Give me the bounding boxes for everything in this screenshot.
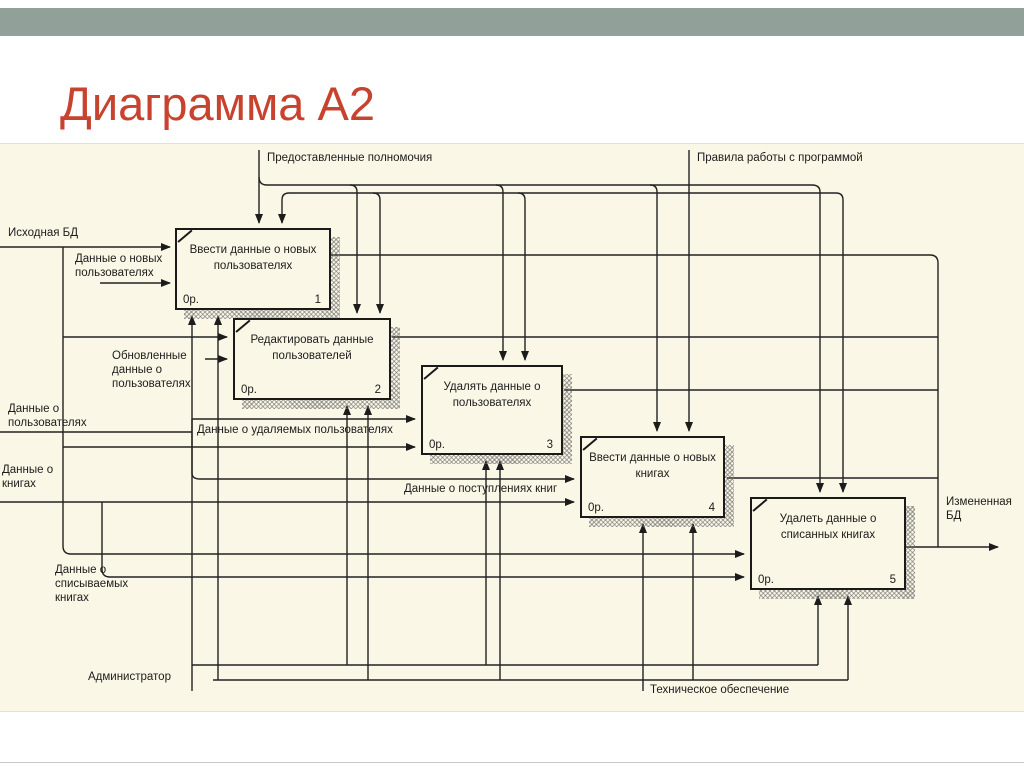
activity-box-title: Удалеть данные о списанных книгах [779,513,877,541]
output-lines [331,254,999,551]
activity-box-number: 5 [889,574,896,586]
arrow-label-source-db: Исходная БД [8,227,78,239]
activity-box-cost: 0р. [183,294,199,306]
activity-box-cost: 0р. [758,574,774,586]
activity-box-cost: 0р. [241,384,257,396]
arrow-label-writeoff-books-data: Данные о списываемых книгах [55,564,129,604]
control-lines [255,150,847,493]
activity-box-2: Редактировать данные пользователей 0р. 2 [233,318,391,400]
arrow-label-granted-authority: Предоставленные полномочия [267,152,433,164]
arrow-label-program-rules: Правила работы с программой [697,152,863,164]
activity-box-3: Удалять данные о пользователях 0р. 3 [421,365,563,455]
activity-box-5: Удалеть данные о списанных книгах 0р. 5 [750,497,906,590]
activity-box-title: Редактировать данные пользователей [250,334,374,362]
input-lines [0,243,745,581]
activity-box-cost: 0р. [588,502,604,514]
activity-box-1: Ввести данные о новых пользователях 0р. … [175,228,331,310]
activity-box-title: Ввести данные о новых пользователях [189,244,317,272]
mechanism-lines [188,315,852,691]
arrow-label-technical-support: Техническое обеспечение [650,684,790,696]
activity-box-4: Ввести данные о новых книгах 0р. 4 [580,436,725,518]
activity-box-number: 4 [708,502,715,514]
activity-box-number: 3 [546,439,553,451]
accent-band [0,8,1024,36]
arrow-label-books-data: Данные о книгах [2,464,54,490]
activity-box-number: 2 [374,384,381,396]
activity-box-cost: 0р. [429,439,445,451]
activity-box-number: 1 [314,294,321,306]
activity-box-title: Ввести данные о новых книгах [589,452,716,480]
arrow-label-changed-db: Измененная БД [946,496,1012,522]
arrow-label-administrator: Администратор [88,671,171,683]
slide-title: Диаграмма А2 [60,77,375,130]
arrow-label-book-arrivals-data: Данные о поступлениях книг [404,483,558,495]
arrow-label-new-users-data: Данные о новых пользователях [75,253,163,279]
arrow-label-updated-users-data: Обновленные данные о пользователях [112,350,191,390]
arrow-label-deleted-users-data: Данные о удаляемых пользователях [197,424,393,436]
activity-box-title: Удалять данные о пользователях [443,381,541,409]
arrow-label-users-data: Данные о пользователях [8,403,87,429]
slide-bottom-rule [0,762,1024,763]
